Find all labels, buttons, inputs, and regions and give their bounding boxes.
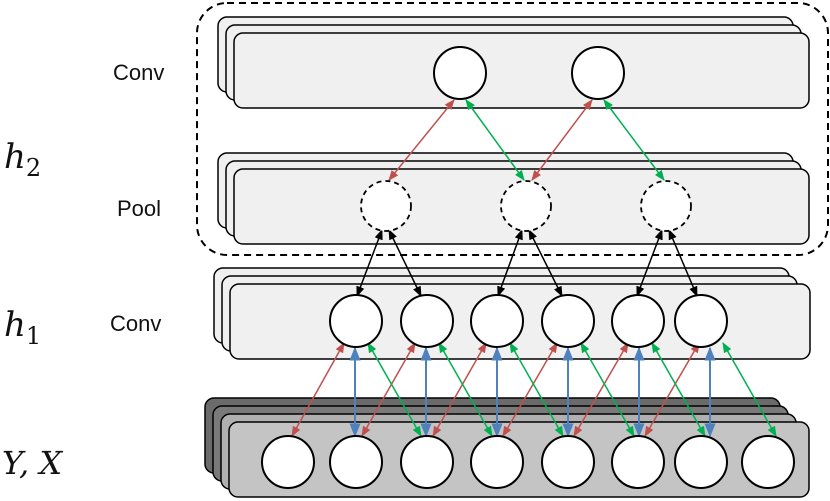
top-conv-node (571, 46, 625, 100)
pool-to-conv-arrows (356, 229, 698, 297)
h1-subscript: 1 (26, 322, 41, 350)
mid-conv-node (674, 294, 728, 348)
input-node (329, 435, 383, 489)
pool-node (500, 180, 552, 232)
pool-nodes (360, 180, 692, 232)
h1-base: h (4, 305, 26, 345)
top-conv-stack (217, 16, 810, 109)
top-conv-label: Conv (113, 60, 164, 85)
mid-conv-node (611, 294, 665, 348)
input-node (470, 435, 524, 489)
mid-conv-node (400, 294, 454, 348)
mid-conv-label: Conv (110, 311, 161, 336)
top-conv-nodes (433, 46, 625, 100)
input-node (400, 435, 454, 489)
h1-label: h1 (4, 305, 41, 350)
h2-base: h (4, 137, 26, 177)
input-node (741, 435, 795, 489)
input-node (674, 435, 728, 489)
input-nodes (261, 435, 795, 489)
input-node (541, 435, 595, 489)
input-label: Y, X (2, 444, 63, 482)
input-node (611, 435, 665, 489)
h2-label: h2 (4, 137, 41, 182)
h2-subscript: 2 (26, 154, 41, 182)
input-node (261, 435, 315, 489)
mid-conv-nodes (329, 294, 728, 348)
pool-label: Pool (117, 196, 161, 221)
top-to-pool-arrows (388, 99, 665, 181)
mid-conv-node (470, 294, 524, 348)
mid-conv-node (329, 294, 383, 348)
mid-conv-node (541, 294, 595, 348)
conv-to-input-arrows (291, 342, 777, 438)
top-conv-node (433, 46, 487, 100)
pool-node (640, 180, 692, 232)
pool-node (360, 180, 412, 232)
